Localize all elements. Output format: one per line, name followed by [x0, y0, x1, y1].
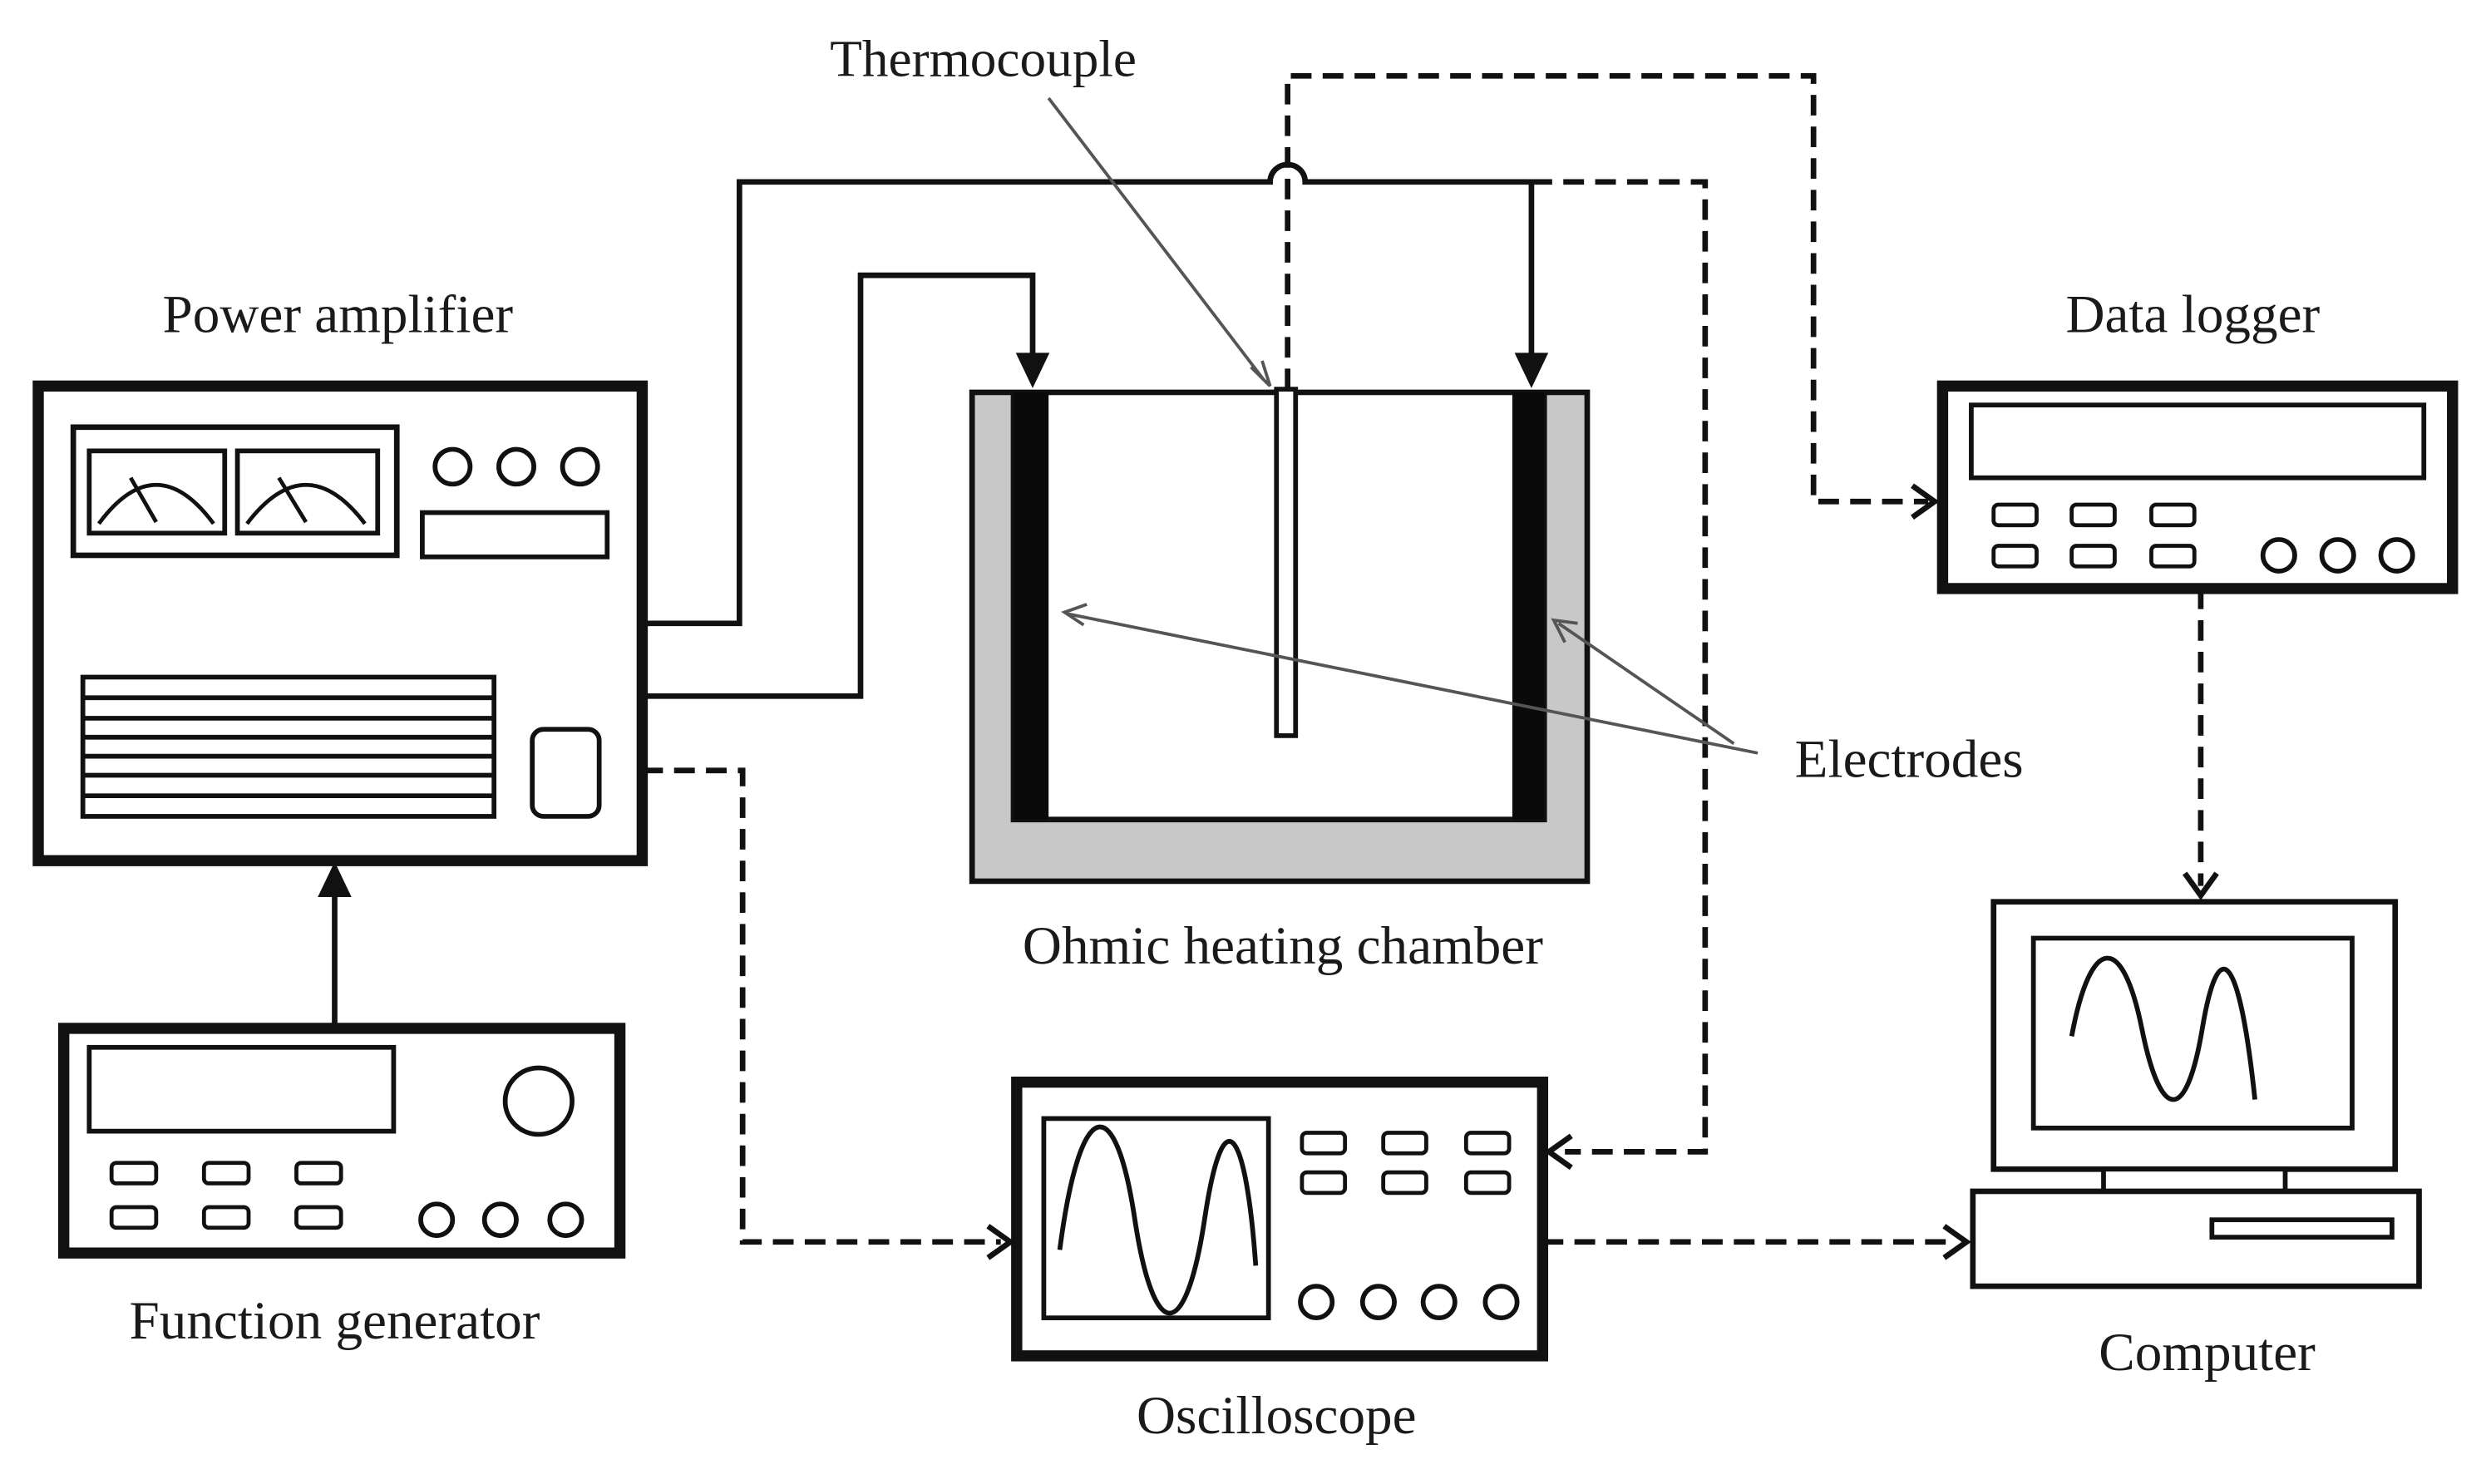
arrowhead — [1061, 603, 1088, 627]
oscilloscope — [1011, 1076, 1549, 1362]
computer — [1970, 899, 2422, 1289]
arrowhead — [1551, 618, 1578, 643]
generator-buttons — [109, 1161, 343, 1230]
line-electrode-to-oscilloscope — [1531, 179, 1709, 1155]
electrode-pointer-right — [1557, 622, 1735, 745]
generator-display — [86, 1044, 397, 1134]
gauge-icon — [96, 476, 367, 525]
monitor-neck — [2101, 1166, 2288, 1194]
wire-to-left-electrode — [642, 272, 1036, 699]
power-amplifier — [32, 380, 649, 866]
arrowhead — [1015, 353, 1050, 388]
dial-icon — [502, 1065, 575, 1137]
sine-wave-icon — [2069, 955, 2257, 1102]
power-switch — [530, 727, 602, 819]
meter-right — [234, 448, 381, 536]
electrodes-label: Electrodes — [1795, 730, 2024, 790]
arrowhead — [1544, 1133, 1573, 1171]
knob-icon — [418, 1201, 585, 1239]
monitor-screen — [2030, 935, 2355, 1131]
arrowhead — [2183, 871, 2219, 900]
right-electrode — [1512, 392, 1545, 820]
oscilloscope-buttons — [1300, 1131, 1512, 1196]
oscilloscope-label: Oscilloscope — [1137, 1386, 1417, 1446]
disk-drive-slot — [2209, 1217, 2395, 1240]
ohmic-heating-chamber — [969, 387, 1591, 885]
arrowhead — [986, 1224, 1015, 1260]
thermocouple-pointer — [1047, 96, 1265, 381]
arrowhead — [1911, 483, 1940, 520]
power-amplifier-label: Power amplifier — [163, 285, 514, 345]
signal-lines — [642, 73, 2204, 1245]
function-generator-label: Function generator — [130, 1291, 540, 1351]
electrode-pointer-left — [1067, 612, 1758, 755]
computer-label: Computer — [2099, 1323, 2316, 1383]
sine-wave-icon — [1057, 1124, 1259, 1316]
amp-display — [420, 510, 610, 560]
meter-left — [86, 448, 228, 536]
arrowhead — [1942, 1224, 1971, 1260]
vent-grille — [80, 674, 497, 819]
thermocouple-label: Thermocouple — [830, 30, 1137, 88]
ohmic-heating-chamber-label: Ohmic heating chamber — [1023, 916, 1543, 976]
data-logger — [1936, 380, 2459, 594]
arrowhead — [1250, 360, 1272, 387]
line-amplifier-to-oscilloscope — [642, 767, 1001, 1245]
function-generator — [57, 1023, 626, 1259]
logger-display — [1969, 402, 2427, 481]
line-thermocouple-to-logger — [1285, 73, 1929, 505]
signal-arrowheads — [986, 483, 2219, 1260]
knob-icon — [2260, 537, 2415, 574]
arrowhead — [1514, 353, 1549, 388]
data-logger-label: Data logger — [2065, 285, 2320, 345]
arrowhead — [318, 861, 352, 897]
thermocouple-probe — [1274, 387, 1299, 738]
left-electrode — [1014, 392, 1049, 820]
logger-buttons — [1991, 502, 2197, 569]
knob-icon — [1298, 1284, 1520, 1321]
knob-icon — [432, 446, 600, 487]
pointer-lines — [1047, 96, 1758, 755]
